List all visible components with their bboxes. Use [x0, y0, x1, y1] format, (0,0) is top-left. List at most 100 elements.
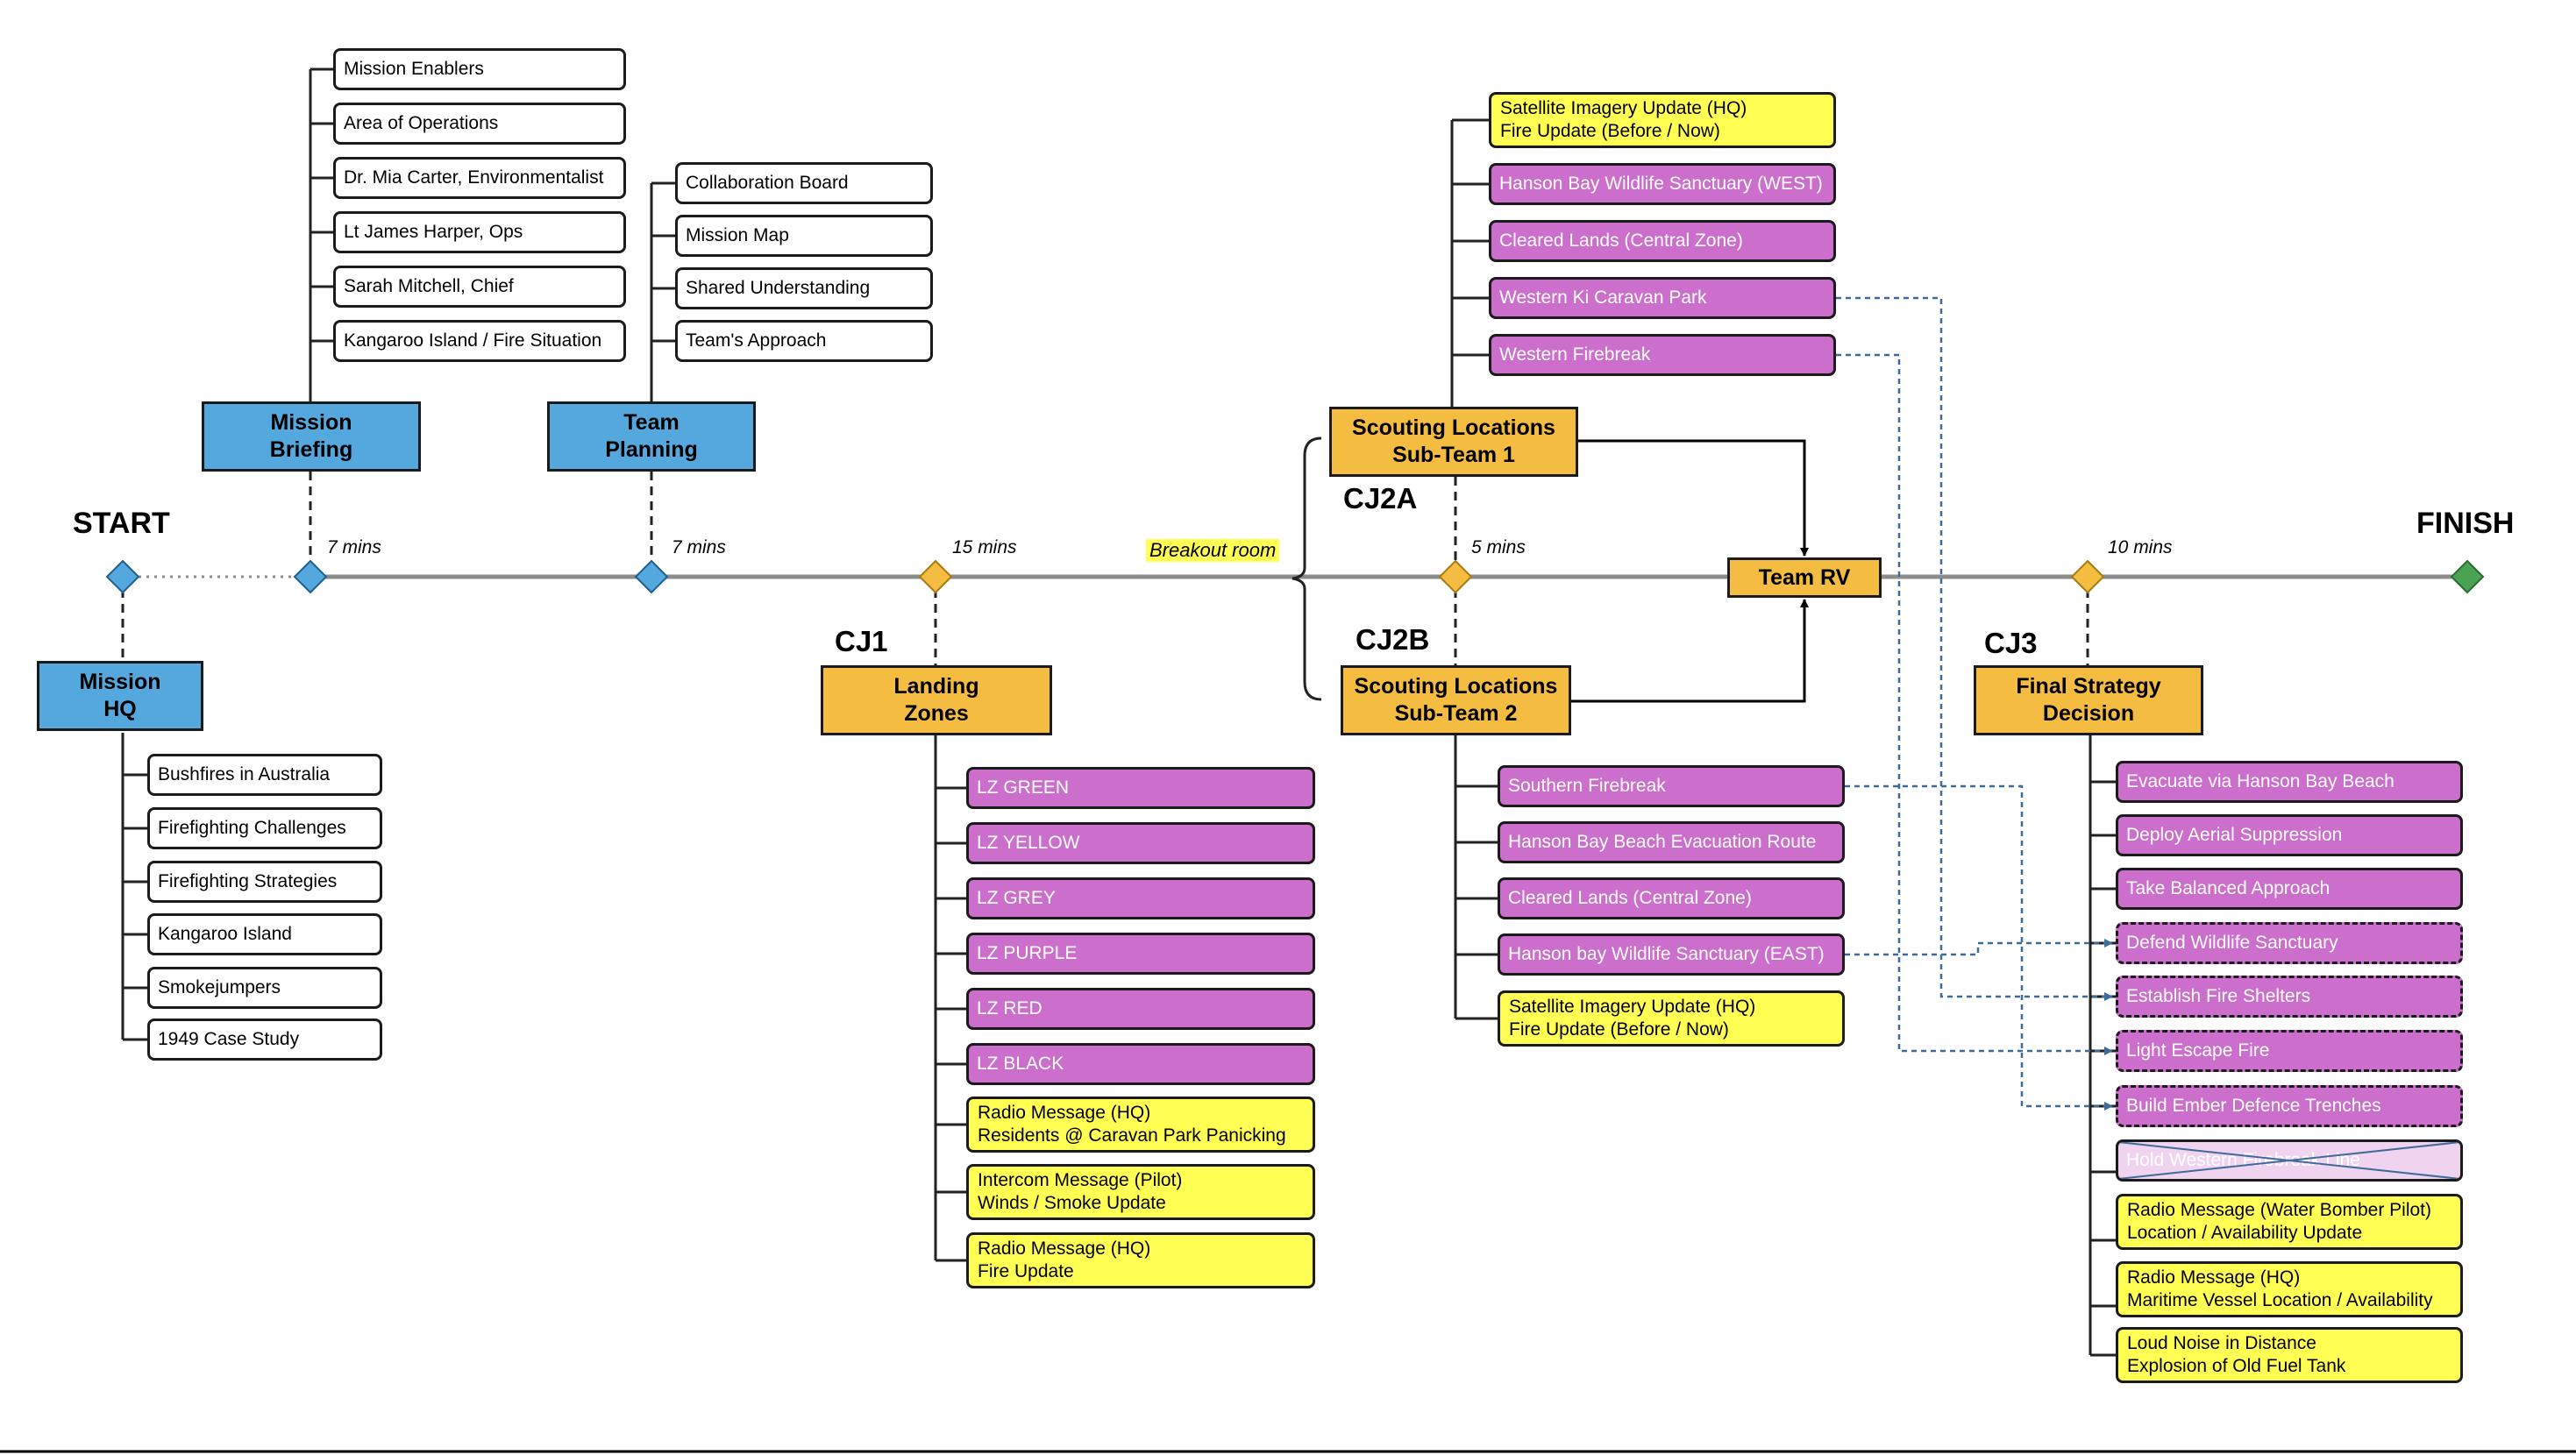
landing-zones-node[interactable]: Landing Zones	[821, 665, 1052, 735]
node-title-line: Scouting Locations	[1352, 415, 1555, 440]
decision-option[interactable]: Take Balanced Approach	[2116, 868, 2463, 910]
duration-label: 5 mins	[1471, 537, 1526, 557]
decision-option[interactable]: Evacuate via Hanson Bay Beach	[2116, 761, 2463, 803]
hq-item[interactable]: Firefighting Strategies	[147, 861, 382, 903]
duration-label: 10 mins	[2108, 537, 2173, 557]
sub-team-1-location[interactable]: Western Firebreak	[1489, 334, 1836, 376]
landing-zone-item[interactable]: LZ GREY	[966, 877, 1315, 919]
decision-linked-option[interactable]: Build Ember Defence Trenches	[2116, 1085, 2463, 1127]
message-line: Loud Noise in Distance	[2127, 1333, 2316, 1353]
message-line: Fire Update	[978, 1261, 1074, 1281]
decision-option[interactable]: Deploy Aerial Suppression	[2116, 814, 2463, 856]
message-line: Radio Message (HQ)	[978, 1239, 1151, 1259]
decision-linked-option[interactable]: Light Escape Fire	[2116, 1030, 2463, 1072]
decision-crossed-option[interactable]: Hold Western Firebreak Line	[2116, 1139, 2463, 1182]
cj2-diamond	[1438, 559, 1473, 594]
crossed-option-label: Hold Western Firebreak Line	[2126, 1150, 2360, 1170]
landing-zone-item[interactable]: LZ RED	[966, 988, 1315, 1030]
sub-team-2-node[interactable]: Scouting Locations Sub-Team 2	[1341, 665, 1571, 735]
link-sanctuary-east-to-defend	[1845, 939, 2113, 956]
cj3-diamond	[2070, 559, 2105, 594]
message-line: Radio Message (HQ)	[2127, 1267, 2301, 1288]
sub-team-1-location[interactable]: Cleared Lands (Central Zone)	[1489, 220, 1836, 262]
sub-team-2-location[interactable]: Hanson Bay Beach Evacuation Route	[1498, 821, 1845, 863]
briefing-item[interactable]: Dr. Mia Carter, Environmentalist	[333, 157, 626, 199]
node-title-line: Briefing	[269, 437, 353, 462]
hq-item[interactable]: Smokejumpers	[147, 967, 382, 1009]
briefing-item[interactable]: Lt James Harper, Ops	[333, 211, 626, 253]
final-strategy-decision-node[interactable]: Final Strategy Decision	[1974, 665, 2203, 735]
node-title-line: Team	[623, 410, 680, 435]
landing-zone-item[interactable]: LZ PURPLE	[966, 933, 1315, 975]
start-diamond	[105, 559, 140, 594]
landing-zone-message[interactable]: Radio Message (HQ) Residents @ Caravan P…	[966, 1097, 1315, 1153]
sub-team-2-update[interactable]: Satellite Imagery Update (HQ) Fire Updat…	[1498, 990, 1845, 1047]
landing-zone-item[interactable]: LZ YELLOW	[966, 822, 1315, 864]
finish-label: FINISH	[2416, 507, 2515, 540]
sub-team-2-location[interactable]: Cleared Lands (Central Zone)	[1498, 877, 1845, 919]
link-southern-firebreak-to-trenches	[1845, 784, 2113, 1111]
cj1-diamond	[918, 559, 953, 594]
landing-zone-message[interactable]: Radio Message (HQ) Fire Update	[966, 1232, 1315, 1288]
decision-message[interactable]: Loud Noise in Distance Explosion of Old …	[2116, 1327, 2463, 1383]
planning-item[interactable]: Shared Understanding	[675, 267, 933, 309]
landing-zone-item[interactable]: LZ BLACK	[966, 1043, 1315, 1085]
team-planning-node[interactable]: Team Planning	[547, 401, 756, 472]
hq-item[interactable]: Firefighting Challenges	[147, 807, 382, 849]
node-title-line: Decision	[2042, 701, 2135, 726]
message-line: Satellite Imagery Update (HQ)	[1500, 98, 1747, 118]
sub-team-2-location[interactable]: Hanson bay Wildlife Sanctuary (EAST)	[1498, 933, 1845, 976]
briefing-item[interactable]: Mission Enablers	[333, 48, 626, 90]
message-line: Fire Update (Before / Now)	[1500, 121, 1720, 141]
decision-message[interactable]: Radio Message (Water Bomber Pilot) Locat…	[2116, 1194, 2463, 1250]
cross-out-icon	[2118, 1142, 2460, 1179]
decision-linked-option[interactable]: Establish Fire Shelters	[2116, 976, 2463, 1018]
checkpoint-label-cj3: CJ3	[1984, 627, 2038, 659]
team-rv-node[interactable]: Team RV	[1727, 557, 1882, 598]
mission-hq-node[interactable]: Mission HQ	[37, 661, 203, 731]
message-line: Maritime Vessel Location / Availability	[2127, 1290, 2433, 1310]
briefing-diamond	[293, 559, 328, 594]
breakout-bracket	[1292, 436, 1322, 701]
node-title-line: Mission	[270, 410, 352, 435]
briefing-item[interactable]: Area of Operations	[333, 103, 626, 145]
message-line: Radio Message (HQ)	[978, 1103, 1151, 1123]
arrow-sub-team-2-to-rv	[1571, 599, 1809, 703]
link-caravan-to-shelters	[1836, 296, 2113, 1001]
duration-label: 7 mins	[327, 537, 381, 557]
node-title-line: Mission	[79, 670, 161, 694]
planning-item[interactable]: Team's Approach	[675, 320, 933, 362]
briefing-item[interactable]: Kangaroo Island / Fire Situation	[333, 320, 626, 362]
duration-label: 7 mins	[672, 537, 726, 557]
landing-zone-item[interactable]: LZ GREEN	[966, 767, 1315, 809]
message-line: Explosion of Old Fuel Tank	[2127, 1356, 2346, 1376]
checkpoint-label-cj2a: CJ2A	[1343, 482, 1418, 515]
message-line: Location / Availability Update	[2127, 1223, 2363, 1243]
node-title-line: Planning	[605, 437, 698, 462]
hq-item[interactable]: 1949 Case Study	[147, 1018, 382, 1061]
arrow-sub-team-1-to-rv	[1578, 439, 1809, 557]
sub-team-2-location[interactable]: Southern Firebreak	[1498, 765, 1845, 807]
node-title-line: Final Strategy	[2016, 674, 2161, 699]
landing-zone-message[interactable]: Intercom Message (Pilot) Winds / Smoke U…	[966, 1164, 1315, 1220]
message-line: Satellite Imagery Update (HQ)	[1509, 997, 1756, 1017]
decision-message[interactable]: Radio Message (HQ) Maritime Vessel Locat…	[2116, 1261, 2463, 1317]
mission-briefing-node[interactable]: Mission Briefing	[202, 401, 421, 472]
hq-item[interactable]: Kangaroo Island	[147, 913, 382, 955]
hq-item[interactable]: Bushfires in Australia	[147, 754, 382, 796]
briefing-item[interactable]: Sarah Mitchell, Chief	[333, 266, 626, 308]
planning-item[interactable]: Collaboration Board	[675, 162, 933, 204]
planning-item[interactable]: Mission Map	[675, 215, 933, 257]
checkpoint-label-cj2b: CJ2B	[1356, 623, 1430, 656]
start-label: START	[73, 507, 170, 540]
sub-team-1-update[interactable]: Satellite Imagery Update (HQ) Fire Updat…	[1489, 92, 1836, 148]
sub-team-1-location[interactable]: Hanson Bay Wildlife Sanctuary (WEST)	[1489, 163, 1836, 205]
sub-team-1-location[interactable]: Western Ki Caravan Park	[1489, 277, 1836, 319]
node-title-line: Sub-Team 1	[1392, 443, 1515, 467]
breakout-room-label: Breakout room	[1146, 539, 1280, 562]
message-line: Intercom Message (Pilot)	[978, 1170, 1183, 1190]
decision-linked-option[interactable]: Defend Wildlife Sanctuary	[2116, 922, 2463, 964]
sub-team-1-node[interactable]: Scouting Locations Sub-Team 1	[1329, 407, 1578, 477]
